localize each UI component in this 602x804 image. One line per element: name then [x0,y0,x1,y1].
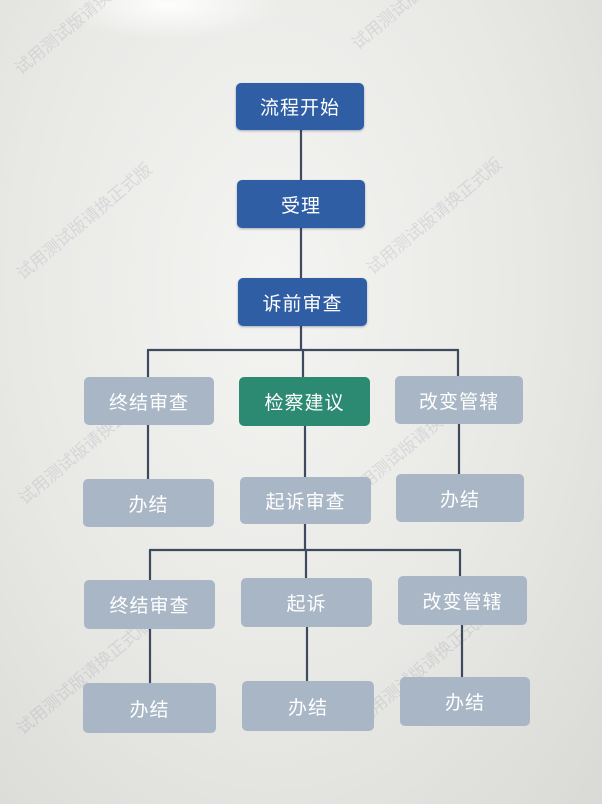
node-accept[interactable]: 受理 [237,180,365,228]
node-termination-review[interactable]: 终结审查 [84,377,214,425]
node-flow-start[interactable]: 流程开始 [236,83,364,130]
node-prosecution-review[interactable]: 起诉审查 [240,477,371,524]
node-termination-review-2[interactable]: 终结审查 [84,580,215,629]
node-change-jurisdiction-2[interactable]: 改变管辖 [398,576,527,625]
node-change-jurisdiction[interactable]: 改变管辖 [395,376,523,424]
node-concluded-bottom-left[interactable]: 办结 [83,683,216,733]
node-prosecute[interactable]: 起诉 [241,578,372,627]
node-concluded-bottom-right[interactable]: 办结 [400,677,530,726]
node-pre-litigation-review[interactable]: 诉前审查 [238,278,367,326]
node-procuratorial-advice[interactable]: 检察建议 [239,377,370,426]
node-concluded-bottom-middle[interactable]: 办结 [242,681,374,731]
node-concluded-right[interactable]: 办结 [396,474,524,522]
node-concluded-left[interactable]: 办结 [83,479,214,527]
